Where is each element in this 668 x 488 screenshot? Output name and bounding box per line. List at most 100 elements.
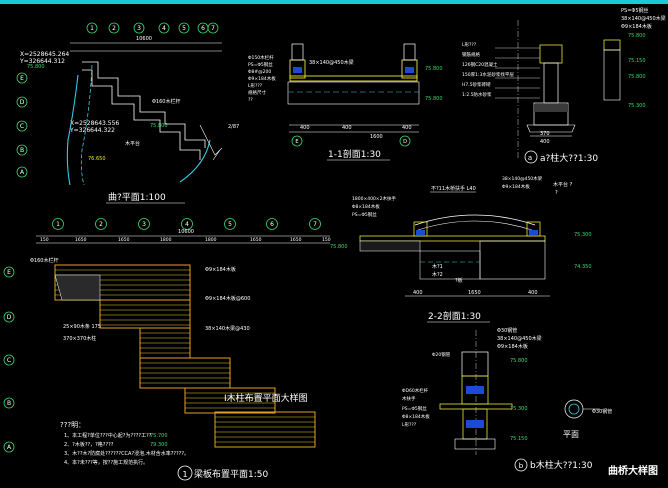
fp-axis-bubble-6: [266, 218, 278, 230]
svg-text:38×140@450木梁: 38×140@450木梁: [621, 15, 666, 22]
s22-label: 38×140@450木梁: [502, 175, 543, 182]
s11-water-body: [287, 81, 420, 105]
fp-note-hl: 79.300: [150, 442, 168, 448]
s11-axis-e: [291, 135, 303, 147]
s11-dim: 1600: [370, 134, 383, 140]
db-label: Φ8×184木板: [402, 413, 430, 420]
plan-axis-label: 1: [90, 25, 94, 32]
fp-span-dim: 1800: [160, 237, 172, 243]
svg-text:75.150: 75.150: [628, 58, 646, 64]
da-label: 钢筋规格: [462, 51, 480, 58]
plan-row-bubble-E: [16, 72, 28, 84]
s11-title: 1-1剖面1:30: [328, 148, 381, 160]
fp-deck-block: [99, 299, 191, 329]
da-label: H7.5砂浆砖砌: [462, 81, 491, 88]
fp-axis-label: 1: [56, 221, 60, 228]
db-label: L形???: [402, 421, 417, 428]
svg-text:?: ?: [555, 190, 558, 196]
top-accent-bar: [0, 0, 668, 4]
detail-a: L形???钢筋规格126钢C20混凝土150厚1:3水泥砂浆找平层H7.5砂浆砖…: [462, 7, 666, 164]
fp-axis-label: 6: [270, 221, 274, 228]
fp-note-hl: 75.700: [150, 433, 168, 439]
section-2-2: 不?11木桥扶手 L40 1800×400×2木扶手Φ8×184木板PS=Φ5钢…: [330, 175, 592, 323]
plan-rail-note: Φ160木栏杆: [152, 98, 180, 105]
s11-label: Φ150木栏杆: [248, 54, 274, 61]
plan-row-label: D: [20, 99, 25, 106]
plan-axis-bubble-5: [178, 22, 190, 34]
db-title-bubble: [514, 458, 528, 472]
fp-row-label: E: [7, 269, 11, 276]
fp-note: 2、?木板??，?格????: [64, 441, 114, 448]
s11-dim: 400: [300, 125, 310, 131]
s11-dim: 400: [402, 125, 412, 131]
svg-text:75.300: 75.300: [510, 406, 528, 412]
fp-span-dim: 150: [40, 237, 49, 243]
plan-coord-mid-x: X=2528643.556: [70, 120, 119, 127]
plan-row-label: A: [20, 169, 25, 176]
s22-title: 2-2剖面1:30: [428, 310, 481, 322]
fp-label: Φ9×184木板@600: [205, 295, 250, 302]
s11-deck: [289, 75, 418, 82]
plan-axis-label: 7: [211, 25, 215, 32]
da-post-top: [539, 44, 563, 64]
svg-text:75.800: 75.800: [628, 74, 646, 80]
db-label: ΦD60木栏杆: [402, 387, 429, 394]
svg-text:75.800: 75.800: [330, 244, 348, 250]
s22-label: 1800×400×2木扶手: [352, 195, 396, 202]
fp-axis-label: 2: [99, 221, 103, 228]
svg-text:400: 400: [540, 139, 550, 145]
db-title: b木柱大??1:30: [530, 459, 593, 471]
fp-row-label: C: [7, 357, 11, 364]
svg-text:E: E: [295, 139, 298, 145]
fp-axis-label: 5: [228, 221, 232, 228]
fp-title: 梁板布置平面1:50: [194, 468, 268, 480]
svg-text:D: D: [403, 139, 407, 145]
plan-axis-bubble-3: [133, 22, 145, 34]
plan-water-edge-2: [80, 64, 93, 186]
fp-axis-label: 7: [313, 221, 317, 228]
plan-axis-label: 2: [112, 25, 116, 32]
svg-text:1650: 1650: [468, 290, 481, 296]
fp-span-dim: 1650: [75, 237, 87, 243]
plan-coord-top-x: X=2528645.264: [20, 51, 69, 58]
svg-text:75.300: 75.300: [574, 232, 592, 238]
fp-total-dim: 10600: [178, 229, 194, 235]
da-label: 126钢C20混凝土: [462, 61, 498, 68]
svg-text:a: a: [528, 154, 532, 162]
plan-row-label: E: [20, 75, 24, 82]
plan-coord-mid-y: Y=326644.322: [69, 127, 115, 134]
fp-axis-bubble-5: [224, 218, 236, 230]
fp-row-bubble-B: [3, 397, 15, 409]
fp-span-dim: 1650: [290, 237, 302, 243]
plan-row-label: B: [20, 147, 24, 154]
plan-axis-bubble-2: [108, 22, 120, 34]
section-1-1: Φ150木栏杆PS=Φ5钢丝Φ8#@200Φ9×184木板L形???规格尺寸??…: [248, 43, 443, 161]
svg-text:75.800: 75.800: [628, 33, 646, 39]
plan-row-label: C: [20, 123, 24, 130]
svg-text:370: 370: [540, 131, 550, 137]
plan-row-bubble-C: [16, 120, 28, 132]
plan-axis-label: 4: [162, 25, 166, 32]
plan-bridge-outline-outer: [82, 61, 206, 148]
fp-span-dim: 1800: [205, 237, 217, 243]
sp-title: 平面: [563, 430, 579, 439]
fp-axis-bubble-4: [181, 218, 193, 230]
fp-label: 38×140木梁@430: [205, 325, 250, 332]
da-title-bubble: [524, 150, 538, 164]
s11-label: Φ9×184木板: [248, 75, 276, 82]
fp-row-label: D: [7, 314, 12, 321]
s11-beam-label: 38×140@450木梁: [309, 59, 354, 66]
fp-axis-label: 4: [185, 221, 189, 228]
svg-text:PS=Φ5钢丝: PS=Φ5钢丝: [621, 7, 649, 14]
plan-axis-bubble-4: [158, 22, 170, 34]
fp-span-dim: 1650: [118, 237, 130, 243]
fp-axis-bubble-7: [309, 218, 321, 230]
fp-axis-bubble-3: [138, 218, 150, 230]
fp-row-label: B: [7, 400, 11, 407]
svg-text:400: 400: [528, 290, 538, 296]
svg-text:Φ9×184木板: Φ9×184木板: [497, 343, 528, 350]
plan-slope: 2/87: [228, 124, 239, 130]
